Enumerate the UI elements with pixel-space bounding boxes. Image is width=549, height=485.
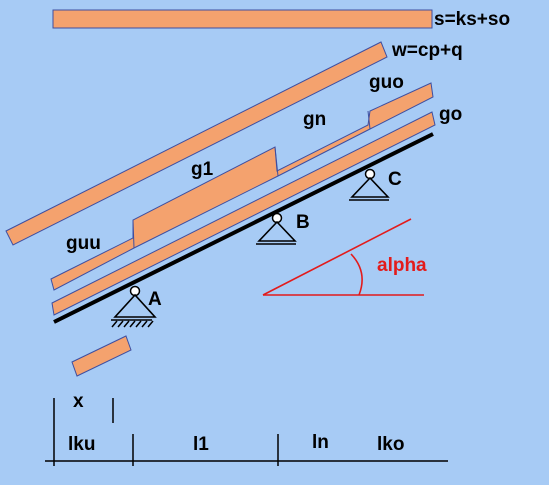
dimension-lines (45, 398, 448, 466)
ln-label: ln (312, 432, 329, 453)
step-line-gn (274, 146, 279, 177)
snow-load-bar (52, 9, 433, 29)
gn-label: gn (303, 109, 326, 130)
angle-symbol (262, 218, 424, 296)
support-b (256, 212, 297, 245)
roof-load-upper-bar (50, 82, 434, 291)
lku-label: lku (68, 434, 95, 455)
guu-label: guu (66, 233, 101, 254)
alpha-label: alpha (377, 255, 427, 276)
roof-load-lower-bar (51, 111, 436, 316)
step-line-g1 (132, 219, 135, 249)
go-label: go (439, 104, 462, 125)
x-label: x (73, 391, 84, 412)
support-c-label: C (388, 169, 402, 190)
cantilever-load-bar (71, 335, 132, 377)
support-c (349, 168, 390, 201)
guo-label: guo (369, 72, 404, 93)
lko-label: lko (377, 434, 404, 455)
snow-load-label: s=ks+so (434, 9, 510, 30)
step-line-guo (367, 110, 371, 130)
support-a (111, 285, 157, 328)
wind-load-label: w=cp+q (391, 40, 463, 61)
l1-label: l1 (193, 434, 209, 455)
support-b-label: B (296, 212, 310, 233)
wind-load-bar (5, 41, 388, 246)
g1-label: g1 (191, 159, 214, 180)
support-a-label: A (148, 289, 162, 310)
beam-line (53, 132, 434, 324)
